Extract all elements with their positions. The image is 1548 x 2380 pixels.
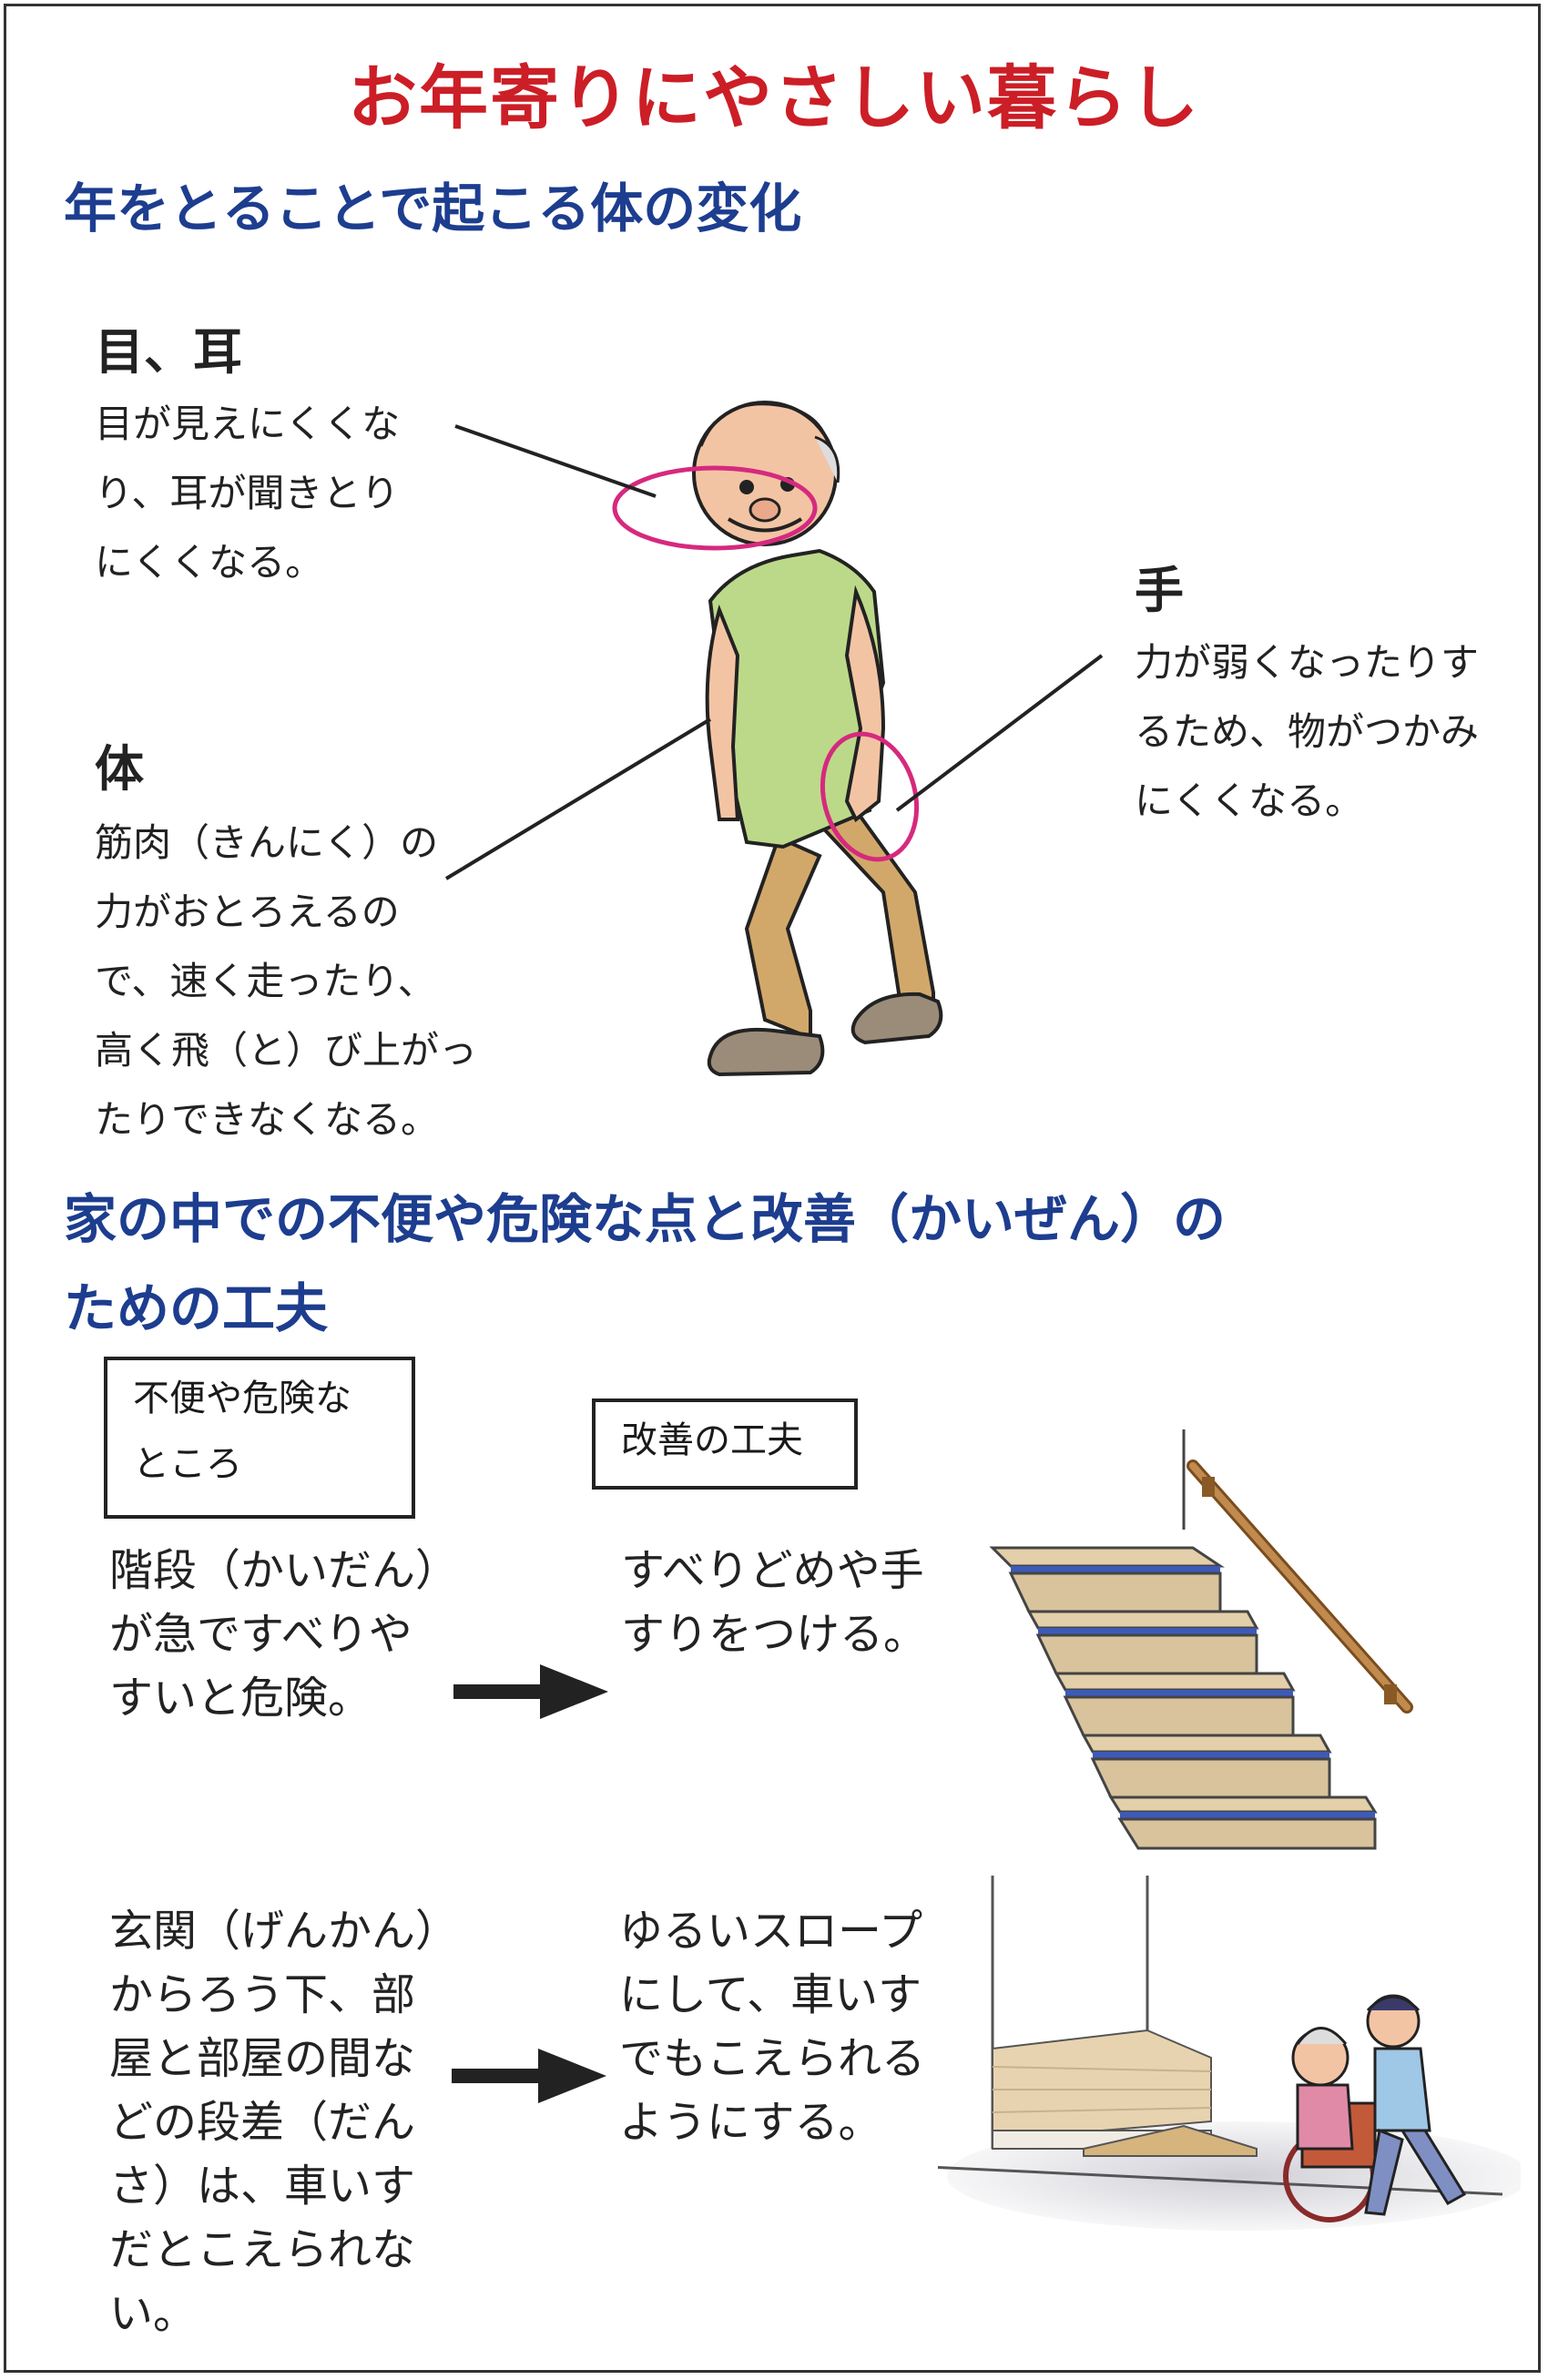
page-frame [4,4,1541,2373]
section1-heading: 年をとることで起こる体の変化 [64,178,802,239]
hand-text: 力が弱くなったりす るため、物がつかみ にくくなる。 [1135,640,1480,823]
solution-text-entrance: ゆるいスロープ にして、車いす でもこえられる ようにする。 [619,1906,926,2148]
slope-wheelchair-illustration [938,1876,1521,2231]
leader-lines [444,424,1104,880]
arrow-right-icon [453,1664,608,1719]
body-label: 体 [95,740,144,798]
improve-label-box: 改善の工夫 [592,1399,858,1490]
elderly-man-illustration [612,401,943,1077]
eyes-ears-label: 目、耳 [95,323,242,381]
body-text: 筋肉（きんにく）の 力がおとろえるの で、速く走ったり、 高く飛（と）び上がっ … [95,820,478,1142]
page-title: お年寄りにやさしい暮らし [348,57,1200,138]
solution-text-stairs: すべりどめや手 すりをつける。 [621,1545,928,1660]
section2-heading: 家の中での不便や危険な点と改善（かいぜん）の ための工夫 [64,1188,1227,1339]
problem-label-box: 不便や危険な ところ [104,1357,415,1519]
problem-text-stairs: 階段（かいだん） が急ですべりや すいと危険。 [109,1545,460,1724]
eyes-ears-text: 目が見えにくくな り、耳が聞きとり にくくなる。 [95,402,401,585]
hand-label: 手 [1135,562,1184,619]
stairs-handrail-illustration [989,1429,1413,1850]
problem-text-entrance: 玄関（げんかん） からろう下、部 屋と部屋の間な どの段差（だん さ）は、車いす… [109,1906,460,2339]
arrow-right-icon [452,2049,606,2103]
